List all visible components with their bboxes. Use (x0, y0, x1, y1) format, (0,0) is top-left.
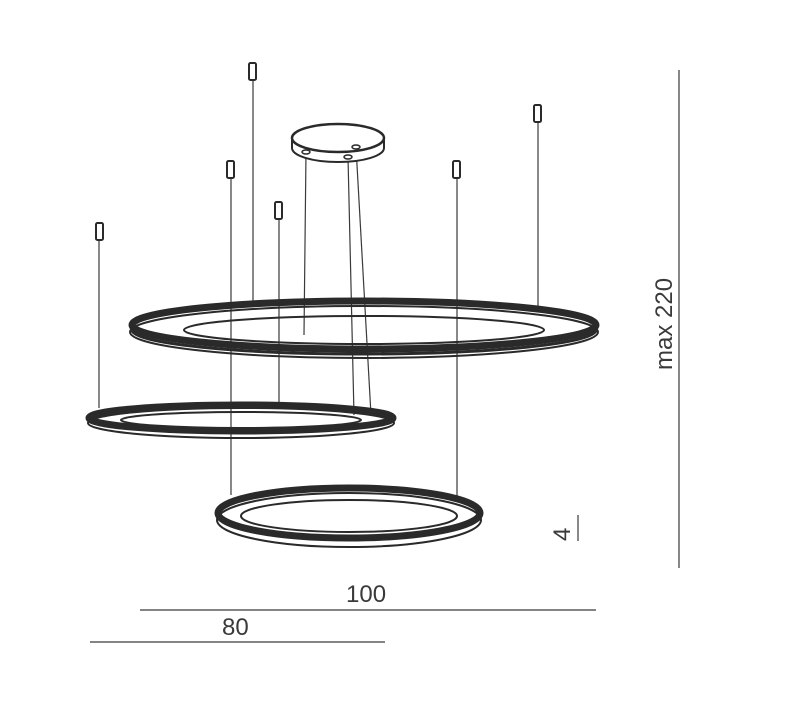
canopy-hole (351, 144, 361, 150)
clip-icon (95, 222, 104, 241)
dimension-width-medium: 80 (90, 614, 385, 643)
ring-small (214, 484, 484, 548)
wire-clips (95, 62, 542, 241)
dimension-width-large: 100 (140, 581, 596, 611)
thickness-label: 4 (549, 528, 576, 541)
ring-large (128, 297, 600, 359)
clip-icon (248, 62, 257, 81)
height-label: max 220 (651, 278, 678, 370)
clip-icon (274, 201, 283, 220)
clip-icon (533, 104, 542, 123)
power-cable-3 (355, 146, 372, 416)
ring-medium (85, 401, 397, 439)
clip-icon (452, 160, 461, 179)
canopy-hole (301, 149, 311, 155)
width-large-label: 100 (346, 581, 386, 608)
dimension-height: max 220 (651, 70, 680, 568)
power-cable-2 (347, 156, 355, 416)
canopy-hole (343, 154, 353, 160)
suspension-wires (98, 80, 539, 497)
ceiling-canopy (290, 122, 386, 163)
dimension-thickness: 4 (549, 515, 579, 541)
clip-icon (226, 160, 235, 179)
width-medium-label: 80 (222, 614, 249, 641)
